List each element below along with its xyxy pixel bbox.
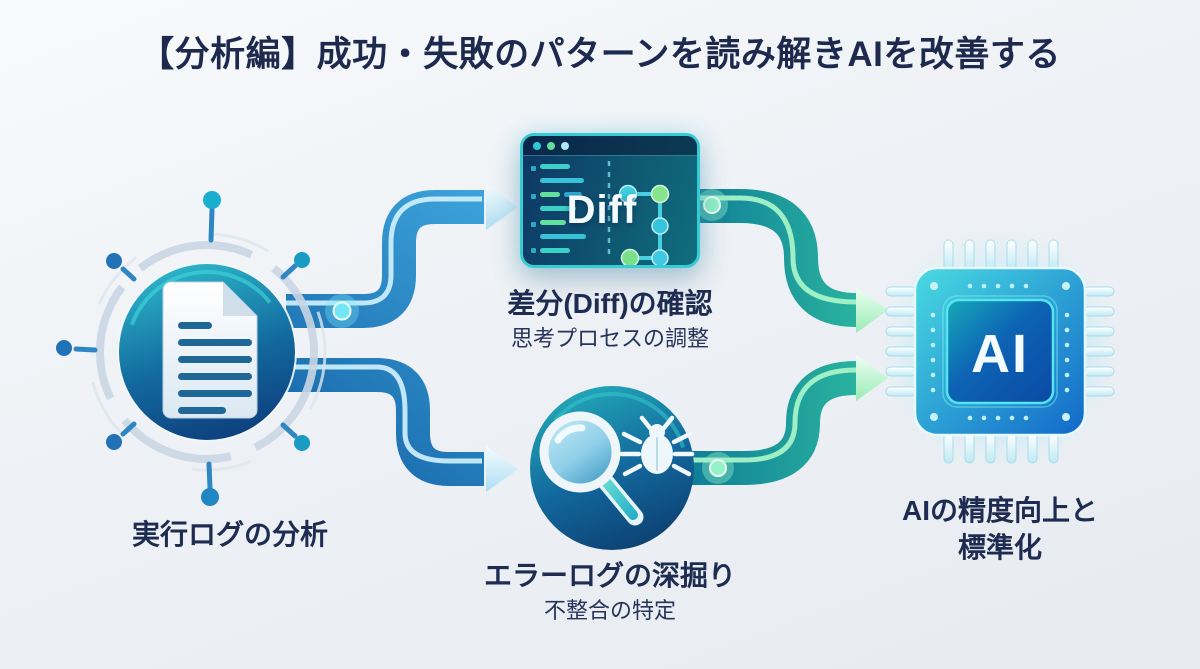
- pipe-diff-to-ai-stripe: [698, 195, 858, 305]
- ai-chip-node: AI: [880, 230, 1120, 470]
- pipe-error-to-ai-stripe: [690, 367, 858, 463]
- diagram-title: 【分析編】成功・失敗のパターンを読み解きAIを改善する: [139, 35, 1061, 74]
- ai-label-line2: 標準化: [957, 532, 1042, 563]
- window-dot-icon: [547, 142, 555, 150]
- magnifier-icon: [539, 411, 644, 526]
- signal-dot: [702, 452, 734, 484]
- arrowhead-diff-to-ai: [856, 287, 888, 333]
- signal-dot: [325, 294, 359, 328]
- diff-check-sublabel: 思考プロセスの調整: [510, 326, 709, 351]
- error-log-label: エラーログの深掘り: [483, 560, 736, 591]
- document-icon: [162, 281, 258, 419]
- error-log-node: [530, 386, 695, 550]
- chip-ai-text: AI: [971, 324, 1029, 384]
- pipe-log-to-diff: [286, 190, 484, 328]
- pipe-log-to-error: [286, 358, 484, 486]
- window-dot-icon: [533, 142, 541, 150]
- ai-chip-icon: AI: [913, 266, 1087, 437]
- pipe-diff-to-ai: [698, 189, 860, 327]
- chip-pins-icon: [885, 239, 1115, 464]
- circuit-ring-icon: [56, 191, 327, 506]
- diff-content-icon: [531, 161, 670, 265]
- error-log-sublabel: 不整合の特定: [543, 598, 676, 623]
- ai-label-line1: AIの精度向上と: [901, 495, 1098, 526]
- diff-window-icon: Diff: [520, 133, 700, 268]
- log-analysis-label: 実行ログの分析: [131, 519, 328, 550]
- signal-dot: [696, 189, 728, 221]
- bug-icon: [619, 415, 695, 477]
- log-analysis-node: [56, 191, 327, 506]
- arrowhead-error-to-ai: [856, 355, 888, 401]
- pipe-error-to-ai: [690, 361, 860, 485]
- pipe-log-to-diff-stripe: [286, 196, 482, 306]
- arrowhead-to-diff: [486, 184, 518, 230]
- arrowhead-to-error: [486, 446, 518, 492]
- window-dot-icon: [561, 142, 569, 150]
- diff-window-titlebar: [523, 136, 697, 156]
- pipe-log-to-error-stripe: [286, 364, 482, 464]
- diff-check-label: 差分(Diff)の確認: [507, 288, 713, 319]
- diff-window-title: Diff: [566, 188, 638, 232]
